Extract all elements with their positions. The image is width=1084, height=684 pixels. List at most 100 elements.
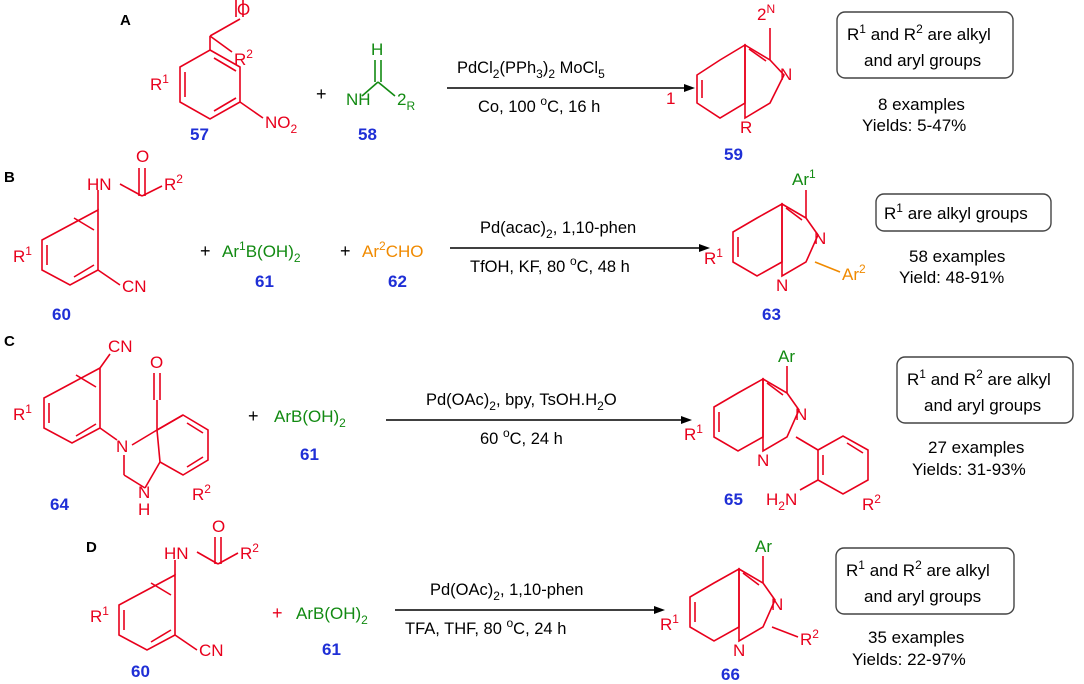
nitrogen-3-59: N (780, 65, 792, 84)
compound-60-structure (41, 168, 163, 286)
arylboronic-acid-61c: ArB(OH)2 (274, 407, 346, 430)
compound-number-64: 64 (50, 495, 69, 514)
nitrogen-1-65: N (757, 451, 769, 470)
substituent-r2-64: R2 (192, 482, 211, 504)
conditions-bottom-b: TfOH, KF, 80 oC, 48 h (470, 254, 630, 276)
substituent-r1-60b: R1 (13, 244, 32, 266)
compound-number-63: 63 (762, 305, 781, 324)
nitrogen-3-64: N (116, 437, 128, 456)
arrow-head-a (684, 84, 695, 92)
note-line1-c: R1 and R2 are alkyl (907, 367, 1051, 389)
plus-sign-c1: + (248, 406, 259, 426)
section-c: C CN O N N H R1 R2 64 + ArB(O (4, 333, 1074, 519)
compound-number-61c: 61 (300, 445, 319, 464)
nitrogen-1-59: R (740, 118, 752, 137)
arrow-head-d (654, 606, 665, 614)
arrow-head-c (681, 416, 692, 424)
hydrogen-64: H (138, 500, 150, 519)
substituent-r1-63: R1 (704, 246, 723, 268)
nitrogen-3-65: N (795, 405, 807, 424)
note-line2-c: and aryl groups (924, 396, 1041, 415)
substituent-r2-57: R2 (234, 47, 253, 69)
note-line2-a: and aryl groups (864, 51, 981, 70)
conditions-top-c: Pd(OAc)2, bpy, TsOH.H2O (426, 391, 617, 413)
note-box-a (836, 11, 1014, 79)
yields-c: Yields: 31-93% (912, 460, 1026, 479)
substituent-r1-59: 1 (666, 89, 675, 108)
conditions-top-a: PdCl2(PPh3)2 MoCl5 (457, 59, 605, 81)
substituent-r2-65: R2 (862, 492, 881, 514)
section-label-d: D (86, 539, 97, 556)
section-label-a: A (120, 12, 131, 29)
arrow-head-b (699, 244, 710, 252)
hydrogen-58: NH (346, 90, 371, 109)
aryl-65: Ar (778, 347, 795, 366)
nitrogen-3-63: N (814, 229, 826, 248)
compound-number-59: 59 (724, 145, 743, 164)
substituent-r1-64: R1 (13, 402, 32, 424)
substituent-r2-59: 2N (757, 2, 775, 24)
amide-nh-60b: HN (87, 175, 112, 194)
examples-count-d: 35 examples (868, 628, 964, 647)
conditions-bottom-c: 60 oC, 24 h (480, 426, 563, 448)
compound-65-structure (713, 366, 869, 495)
arylboronic-acid-61d: ArB(OH)2 (296, 604, 368, 627)
plus-sign-b1: + (200, 241, 211, 261)
substituent-r1-60d: R1 (90, 604, 109, 626)
note-line1-a: R1 and R2 are alkyl (847, 22, 991, 44)
note-line2-d: and aryl groups (864, 587, 981, 606)
conditions-bottom-d: TFA, THF, 80 oC, 24 h (405, 616, 566, 638)
substituent-r1-66: R1 (660, 612, 679, 634)
yields-d: Yields: 22-97% (852, 650, 966, 669)
amine-group-65: H2N (766, 490, 797, 513)
nitrogen-1-64: N (138, 483, 150, 502)
section-b: B O HN R2 R1 CN 60 + Ar1B(OH)2 61 + Ar2C… (4, 147, 1052, 324)
conditions-top-b: Pd(acac)2, 1,10-phen (480, 219, 636, 241)
oxygen-57: O (237, 0, 250, 19)
aryl-aldehyde-62: Ar2CHO (362, 239, 423, 261)
compound-number-60b: 60 (52, 305, 71, 324)
section-label-b: B (4, 169, 15, 186)
nitrile-64: CN (108, 337, 133, 356)
oxygen-58: H (371, 40, 383, 59)
compound-number-57: 57 (190, 125, 209, 144)
nitrile-60b: CN (122, 277, 147, 296)
amide-nh-60d: HN (164, 544, 189, 563)
plus-sign-a1: + (316, 84, 327, 104)
compound-number-61d: 61 (322, 640, 341, 659)
nitrogen-3-66: N (771, 595, 783, 614)
nitro-group-57: NO2 (265, 113, 298, 136)
yields-a: Yields: 5-47% (862, 116, 966, 135)
substituent-r1-57: R1 (150, 72, 169, 94)
nitrogen-1-66: N (733, 641, 745, 660)
examples-count-c: 27 examples (928, 438, 1024, 457)
nitrile-60d: CN (199, 641, 224, 660)
compound-57-structure (179, 0, 264, 120)
compound-59-structure (696, 28, 785, 120)
note-box-d (835, 547, 1015, 615)
compound-64-structure (43, 353, 209, 489)
conditions-top-d: Pd(OAc)2, 1,10-phen (430, 581, 583, 603)
compound-66-structure (689, 556, 799, 643)
plus-sign-d1: + (272, 603, 283, 623)
compound-number-65: 65 (724, 490, 743, 509)
substituent-r2-60b: R2 (164, 172, 183, 194)
examples-count-a: 8 examples (878, 95, 965, 114)
note-line1-b: R1 are alkyl groups (884, 201, 1028, 223)
amine-group-58: 2R (397, 90, 415, 113)
examples-count-b: 58 examples (909, 247, 1005, 266)
substituent-r1-65: R1 (684, 422, 703, 444)
oxygen-64: O (150, 353, 163, 372)
section-a: A O R1 R2 NO2 57 + H NH 2R 58 (120, 0, 1014, 164)
section-label-c: C (4, 333, 15, 350)
note-box-b (875, 193, 1052, 232)
aryl-66: Ar (755, 537, 772, 556)
plus-sign-b2: + (340, 241, 351, 261)
yields-b: Yield: 48-91% (899, 268, 1004, 287)
compound-58-structure (361, 60, 396, 97)
note-line1-d: R1 and R2 are alkyl (846, 558, 990, 580)
compound-number-60d: 60 (131, 662, 150, 681)
compound-number-61b: 61 (255, 272, 274, 291)
substituent-r2-60d: R2 (240, 541, 259, 563)
